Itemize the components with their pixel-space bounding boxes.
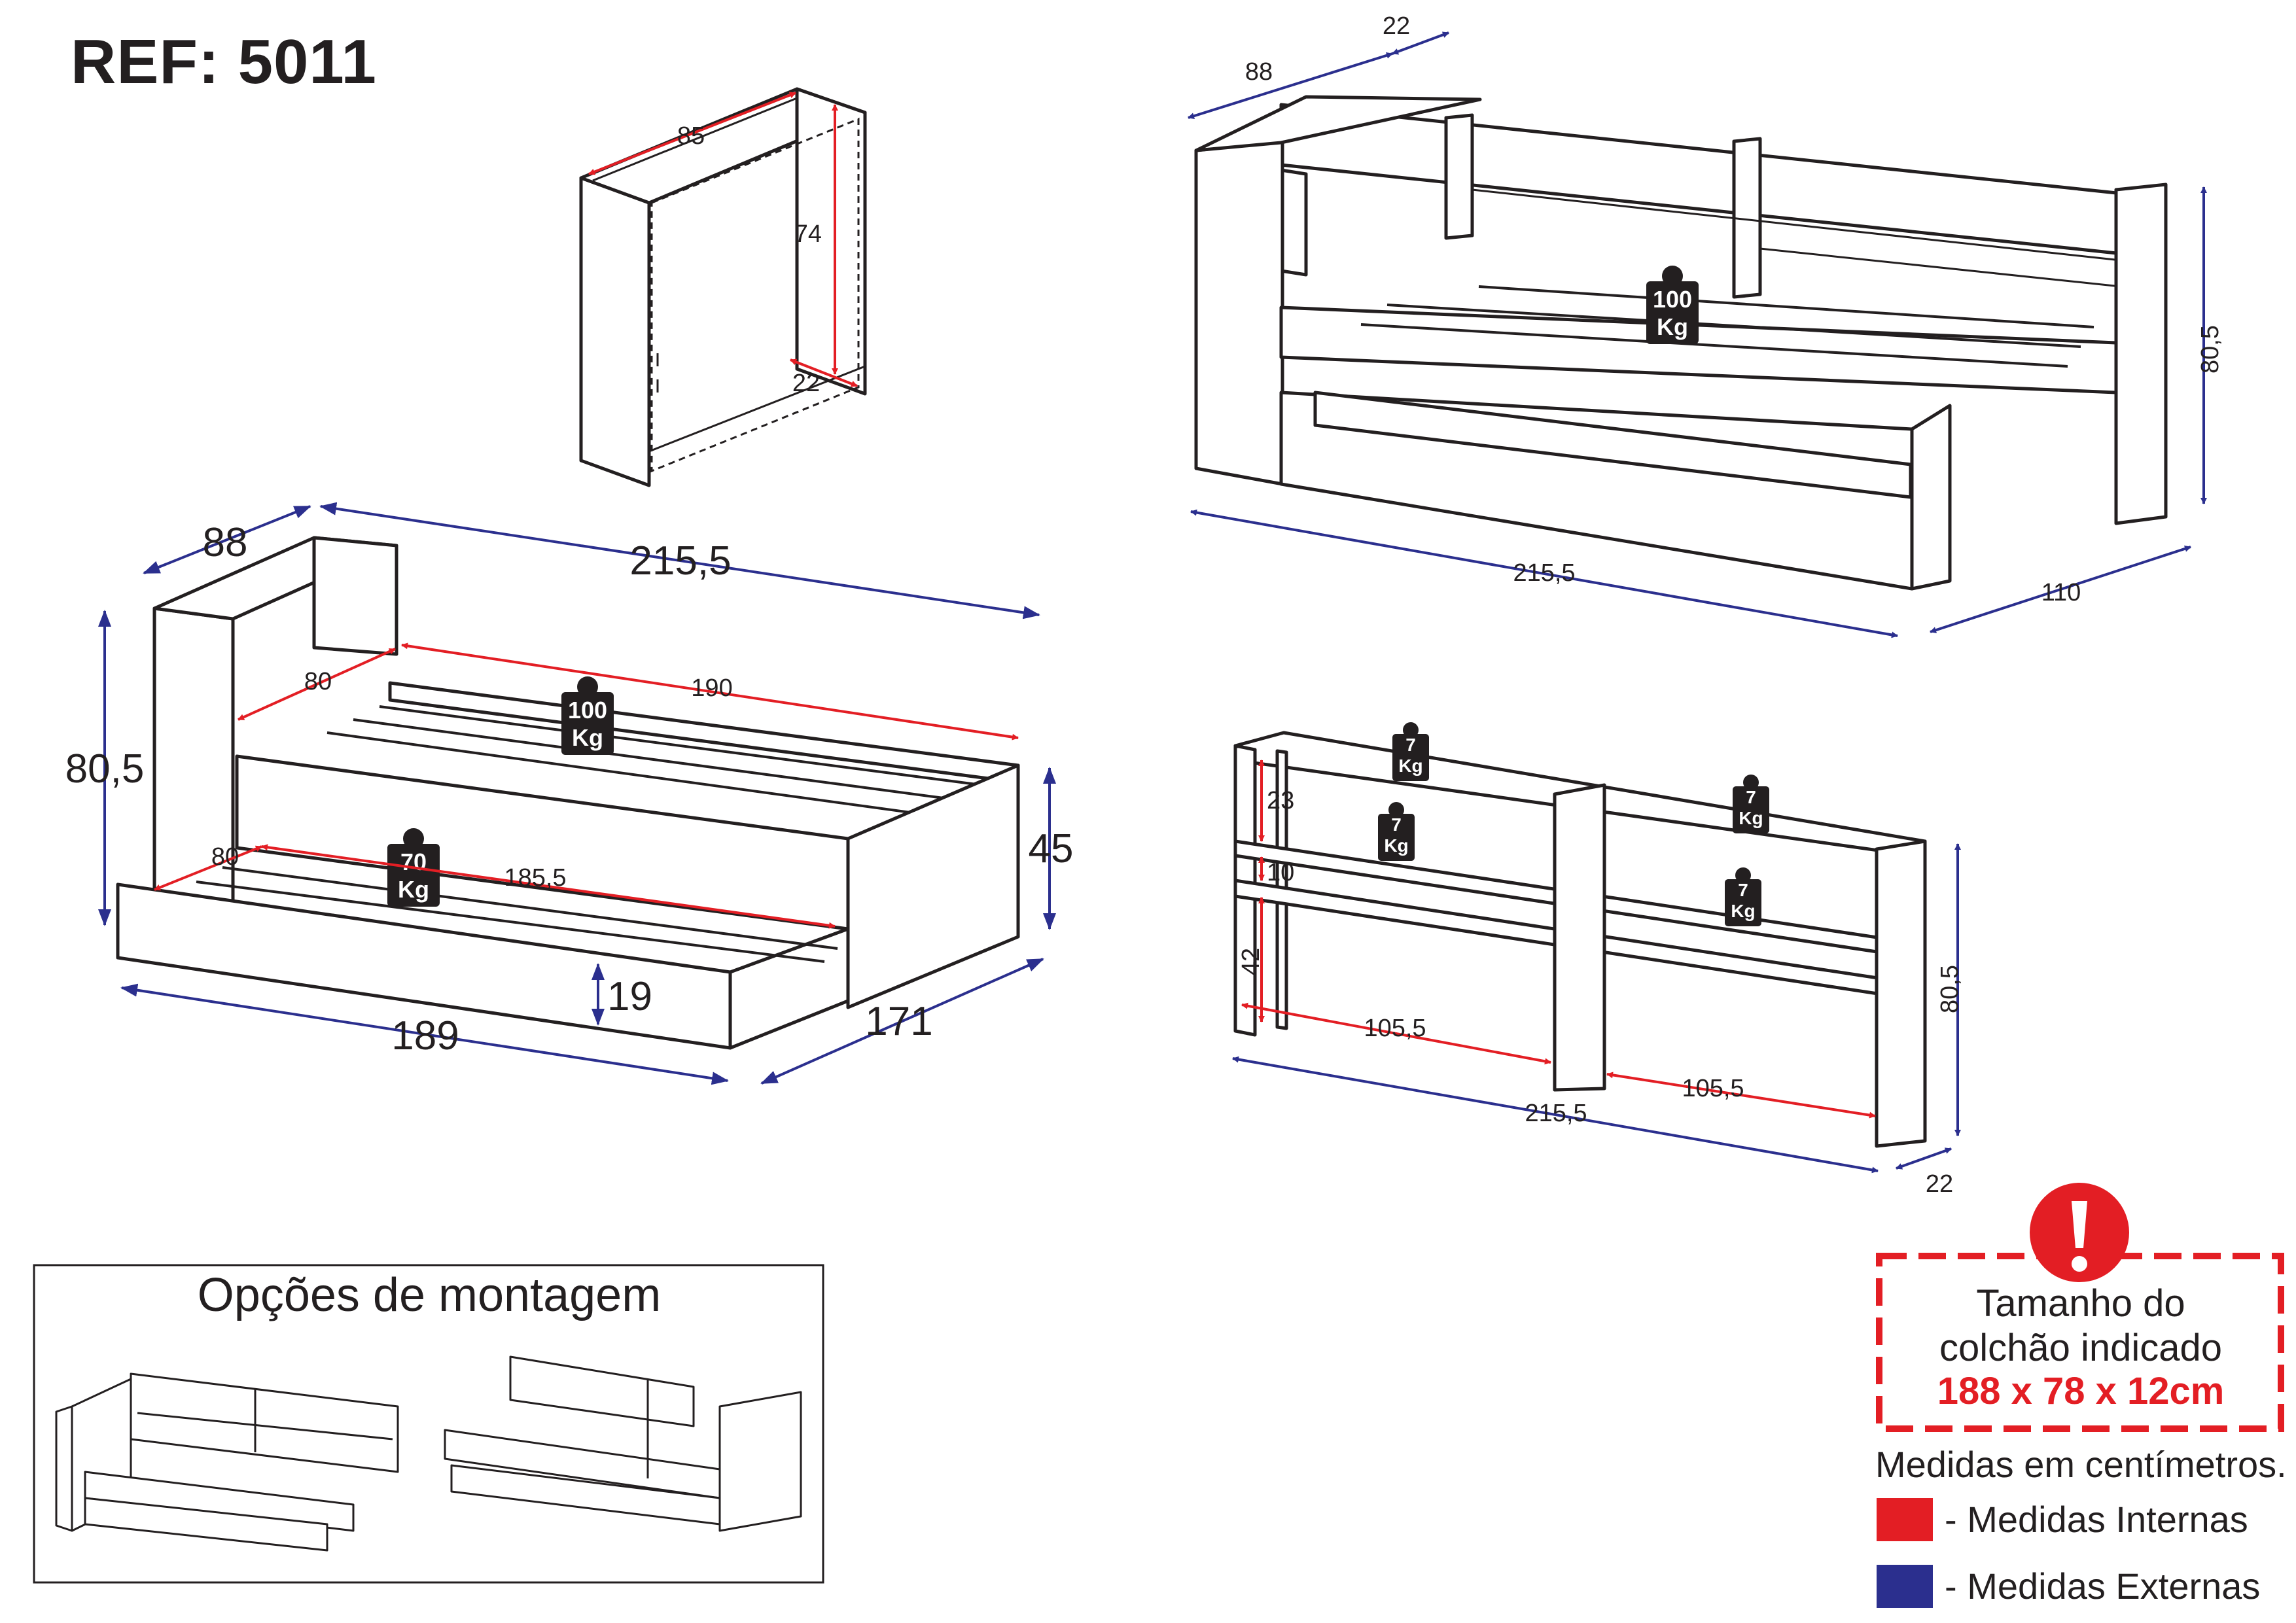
bed-internal-length-dimension <box>401 642 1019 741</box>
shelf-unit-drawing <box>1233 731 1927 1148</box>
bed-side-length-dimension <box>120 983 729 1085</box>
drawer-depth-dimension <box>790 358 858 387</box>
shelf-weight-icon-2: 7 Kg <box>1733 775 1769 833</box>
mattress-notice: Tamanho do colchão indicado 188 x 78 x 1… <box>1876 1183 2284 1432</box>
shelf-right-span-label: 105,5 <box>1682 1075 1744 1102</box>
headboard-depth-label: 80 <box>304 668 332 695</box>
shelf-low-label: 42 <box>1237 948 1265 975</box>
drawer-width-label: 85 <box>677 122 705 150</box>
svg-text:Kg: Kg <box>1398 756 1422 776</box>
bed-depth-dimension <box>143 505 311 574</box>
bed-side-height-label: 45 <box>1029 826 1074 871</box>
drawer-unit-drawing <box>579 87 867 487</box>
shelf-mid-label: 10 <box>1267 859 1294 886</box>
trundle-internal-length-label: 185,5 <box>504 864 566 892</box>
svg-text:100: 100 <box>1653 286 1692 313</box>
shelf-weight-icon-1: 7 Kg <box>1392 722 1429 781</box>
svg-text:7: 7 <box>1738 880 1748 900</box>
bed-height-label: 80,5 <box>65 746 145 792</box>
drawer-height-label: 74 <box>794 220 822 248</box>
headboard-depth-dimension <box>238 648 396 721</box>
shelf-length-dimension <box>1232 1056 1879 1174</box>
legend-external-label: - Medidas Externas <box>1945 1565 2260 1607</box>
sofa-top-depth-label: 22 <box>1383 12 1410 40</box>
bed-side-length-label: 189 <box>391 1013 459 1058</box>
svg-text:7: 7 <box>1391 814 1402 835</box>
sofa-length-dimension <box>1190 509 1898 638</box>
bed-weight-icon: 100 Kg <box>561 676 614 755</box>
shelf-weight-icon-3: 7 Kg <box>1378 802 1415 861</box>
bed-length-label: 215,5 <box>629 538 731 584</box>
svg-text:70: 70 <box>400 848 427 875</box>
svg-text:Kg: Kg <box>1731 901 1755 921</box>
shelf-depth-dimension <box>1896 1147 1952 1170</box>
trundle-depth-label: 80 <box>211 843 239 871</box>
shelf-depth-label: 22 <box>1926 1170 1953 1198</box>
bed-width-dimension <box>760 958 1044 1085</box>
legend-internal-swatch <box>1877 1498 1933 1541</box>
bed-length-dimension <box>319 502 1040 620</box>
sofa-top-depth-dimension <box>1392 31 1449 55</box>
bed-width-label: 171 <box>865 999 932 1044</box>
sofa-depth-dimension <box>1188 52 1393 120</box>
mattress-notice-line1: Tamanho do <box>1976 1282 2185 1325</box>
shelf-weight-icon-4: 7 Kg <box>1725 867 1761 926</box>
mattress-size: 188 x 78 x 12cm <box>1937 1370 2225 1412</box>
shelf-top-label: 23 <box>1267 787 1294 814</box>
svg-text:100: 100 <box>568 697 607 724</box>
shelf-height-label: 80,5 <box>1936 965 1964 1013</box>
bed-with-trundle-drawing <box>116 536 1020 1050</box>
units-note: Medidas em centímetros. <box>1875 1444 2287 1485</box>
svg-text:Kg: Kg <box>398 876 429 903</box>
svg-text:Kg: Kg <box>1739 808 1763 828</box>
assembly-option-left <box>55 1372 399 1552</box>
trundle-internal-length-dimension <box>261 844 836 929</box>
svg-text:Kg: Kg <box>1657 313 1688 340</box>
svg-text:7: 7 <box>1746 787 1756 807</box>
shelf-left-span-dimension <box>1241 1002 1551 1065</box>
legend-external-swatch <box>1877 1565 1933 1608</box>
shelf-length-label: 215,5 <box>1525 1100 1587 1127</box>
sofa-weight-icon: 100 Kg <box>1646 266 1699 344</box>
trundle-depth-dimension <box>154 845 262 891</box>
assembly-options-title: Opções de montagem <box>198 1269 661 1321</box>
trundle-height-label: 19 <box>607 974 652 1019</box>
drawer-width-dimension <box>588 92 796 175</box>
sofa-depth-label: 88 <box>1245 58 1273 86</box>
sofa-length-label: 215,5 <box>1513 559 1575 587</box>
drawer-depth-label: 22 <box>792 370 820 397</box>
svg-text:Kg: Kg <box>572 724 603 751</box>
assembly-options-box: Opções de montagem <box>33 1264 824 1584</box>
sofa-height-label: 80,5 <box>2197 325 2224 374</box>
svg-text:7: 7 <box>1405 735 1416 755</box>
bed-depth-label: 88 <box>203 520 248 565</box>
sofa-width-label: 110 <box>2041 579 2081 606</box>
reference-code: REF: 5011 <box>71 27 377 97</box>
shelf-left-span-label: 105,5 <box>1364 1015 1426 1042</box>
legend-internal-label: - Medidas Internas <box>1945 1499 2248 1540</box>
assembly-option-right <box>444 1355 802 1532</box>
mattress-notice-line2: colchão indicado <box>1939 1327 2222 1369</box>
exclamation-icon <box>2030 1183 2129 1282</box>
sofa-width-dimension <box>1930 546 2191 633</box>
bed-internal-length-label: 190 <box>691 674 732 702</box>
svg-text:Kg: Kg <box>1384 835 1408 856</box>
